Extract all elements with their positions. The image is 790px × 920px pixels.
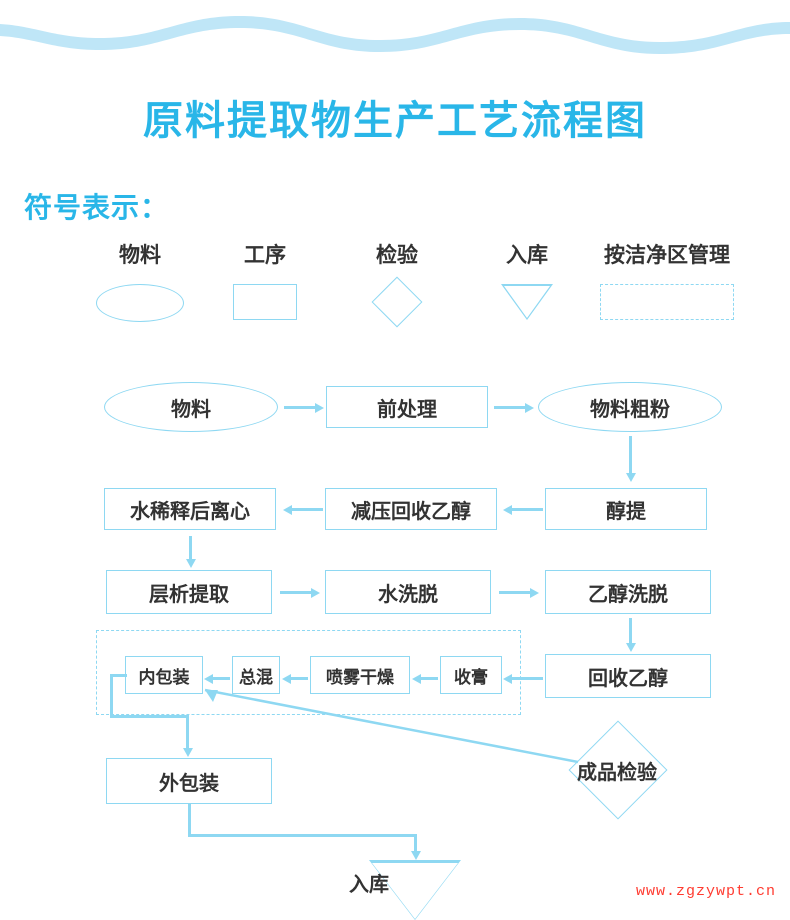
node-spray-drying[interactable]: 喷雾干燥: [310, 656, 410, 694]
node-material[interactable]: 物料: [104, 382, 278, 432]
node-vacuum-ethanol-recovery[interactable]: 减压回收乙醇: [325, 488, 497, 530]
node-label: 总混: [239, 667, 273, 687]
arrow-coarsepowder-to-alcohol-extract: [626, 436, 636, 482]
line-outerpack-down: [188, 804, 191, 836]
arrow-chromatography-to-water-elution: [280, 588, 320, 598]
node-label: 内包装: [138, 667, 190, 687]
node-ethanol-recovery[interactable]: 回收乙醇: [545, 654, 711, 698]
legend-shape-diamond: [337, 276, 457, 330]
line-outerpack-to-storage: [188, 834, 414, 837]
node-coarse-powder[interactable]: 物料粗粉: [538, 382, 722, 432]
arrow-to-storage: [411, 834, 421, 860]
legend-label-cleanzone: 按洁净区管理: [604, 244, 730, 267]
arrow-spraydry-to-blending: [282, 674, 308, 684]
arrow-pretreatment-to-coarsepowder: [494, 403, 534, 413]
node-label: 收膏: [454, 667, 488, 687]
arrow-recovery-to-paste: [503, 674, 543, 684]
arrow-waterelution-to-ethanol-elution: [499, 588, 539, 598]
node-label: 物料粗粉: [590, 398, 670, 421]
header-wave-band: [0, 0, 790, 70]
arrow-alcohol-to-ethanol-recovery: [503, 505, 543, 515]
watermark: www.zgzywpt.cn: [635, 883, 776, 900]
arrow-ethanolelution-to-recovery: [626, 618, 636, 652]
node-label: 外包装: [159, 772, 219, 795]
node-outer-packaging[interactable]: 外包装: [106, 758, 272, 804]
node-chromatography-extraction[interactable]: 层析提取: [106, 570, 272, 614]
node-inner-packaging[interactable]: 内包装: [125, 656, 203, 694]
legend-label-storage: 入库: [506, 244, 548, 267]
legend-item-storage: 入库: [467, 244, 587, 330]
legend-shape-dashed-rectangle: [572, 284, 762, 330]
node-storage[interactable]: 入库: [349, 860, 461, 920]
line-innerpack-elbow-right: [110, 715, 186, 718]
node-label: 减压回收乙醇: [351, 500, 471, 523]
legend-item-process: 工序: [205, 244, 325, 330]
legend-shape-rectangle: [205, 284, 325, 330]
legend-label-material: 物料: [119, 244, 161, 267]
legend-label-inspection: 检验: [376, 244, 418, 267]
arrow-paste-to-spraydry: [412, 674, 438, 684]
arrow-blending-to-innerpack: [204, 674, 230, 684]
node-label: 前处理: [377, 398, 437, 421]
legend-label-process: 工序: [244, 244, 286, 267]
node-water-dilution-centrifuge[interactable]: 水稀释后离心: [104, 488, 276, 530]
node-total-blending[interactable]: 总混: [232, 656, 280, 694]
node-pretreatment[interactable]: 前处理: [326, 386, 488, 428]
node-label: 喷雾干燥: [326, 667, 394, 687]
node-paste-collection[interactable]: 收膏: [440, 656, 502, 694]
node-storage-label: 入库: [349, 874, 389, 896]
line-innerpack-elbow-down: [110, 674, 113, 718]
node-ethanol-elution[interactable]: 乙醇洗脱: [545, 570, 711, 614]
line-innerpack-elbow-left: [110, 674, 127, 677]
node-label: 醇提: [606, 500, 646, 523]
flowchart: 物料 前处理 物料粗粉 醇提 减压回收乙醇 水稀释后离心 层析提取: [0, 360, 790, 920]
node-label: 水洗脱: [378, 583, 438, 606]
arrow-ethanolrecovery-to-centrifuge: [283, 505, 323, 515]
node-label: 物料: [171, 398, 211, 421]
page-title: 原料提取物生产工艺流程图: [143, 99, 647, 143]
node-label: 层析提取: [149, 583, 229, 606]
node-label: 乙醇洗脱: [588, 583, 668, 606]
legend-row: 物料 工序 检验 入库 按洁净区管理: [60, 244, 780, 334]
legend-item-material: 物料: [80, 244, 200, 330]
node-alcohol-extraction[interactable]: 醇提: [545, 488, 707, 530]
legend-shape-ellipse: [80, 284, 200, 330]
arrow-innerpack-to-outerpack: [183, 715, 193, 757]
node-label: 水稀释后离心: [130, 500, 250, 523]
legend-shape-triangle: [467, 284, 587, 330]
node-water-elution[interactable]: 水洗脱: [325, 570, 491, 614]
arrow-centrifuge-to-chromatography: [186, 536, 196, 568]
legend-item-inspection: 检验: [337, 244, 457, 330]
node-label: 回收乙醇: [588, 667, 668, 690]
legend-heading: 符号表示：: [24, 192, 170, 223]
arrow-material-to-pretreatment: [284, 403, 324, 413]
node-final-inspection-label: 成品检验: [577, 761, 657, 784]
legend-item-cleanzone: 按洁净区管理: [572, 244, 762, 330]
